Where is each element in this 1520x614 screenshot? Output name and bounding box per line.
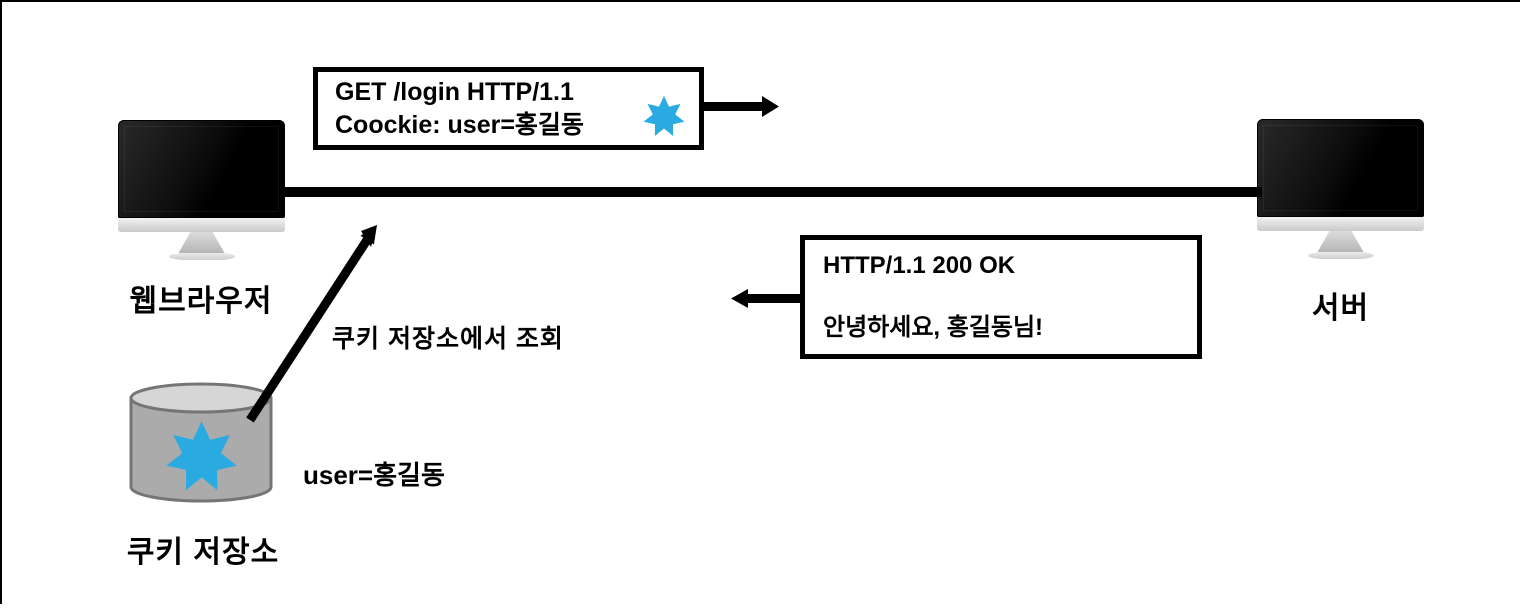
network-line [282,187,1262,197]
server-label: 서버 [1311,292,1370,325]
cookie-store-label: 쿠키 저장소 [126,536,280,569]
response-line-1: HTTP/1.1 200 OK [823,252,1016,279]
server-icon [1257,119,1424,259]
monitor-stand [1317,231,1364,252]
cookie-star-icon [166,421,237,491]
response-line-2: 안녕하세요, 홍길동님! [823,314,1044,341]
request-line-2: Coockie: user=홍길동 [335,110,584,139]
response-arrow [731,289,804,308]
cookie-value-label: user=홍길동 [303,460,445,490]
monitor-base [1307,252,1374,259]
cylinder-top [129,382,273,414]
monitor-chin [118,218,285,232]
slide-border-left [0,0,2,604]
monitor-base [168,253,235,260]
request-arrow [702,96,779,117]
slide-border-top [0,0,1520,2]
monitor-chin [1257,217,1424,231]
browser-label: 웹브라우저 [129,285,273,318]
monitor-stand [178,232,225,253]
web-browser-icon [118,120,285,260]
request-message-box: GET /login HTTP/1.1 Coockie: user=홍길동 [313,67,704,150]
lookup-label: 쿠키 저장소에서 조회 [332,325,564,353]
cookie-storage-icon [129,382,273,503]
monitor-screen [118,120,285,218]
request-line-1: GET /login HTTP/1.1 [335,77,574,106]
response-message-box: HTTP/1.1 200 OK 안녕하세요, 홍길동님! [800,235,1202,359]
cookie-star-icon [643,95,685,136]
monitor-screen [1257,119,1424,217]
